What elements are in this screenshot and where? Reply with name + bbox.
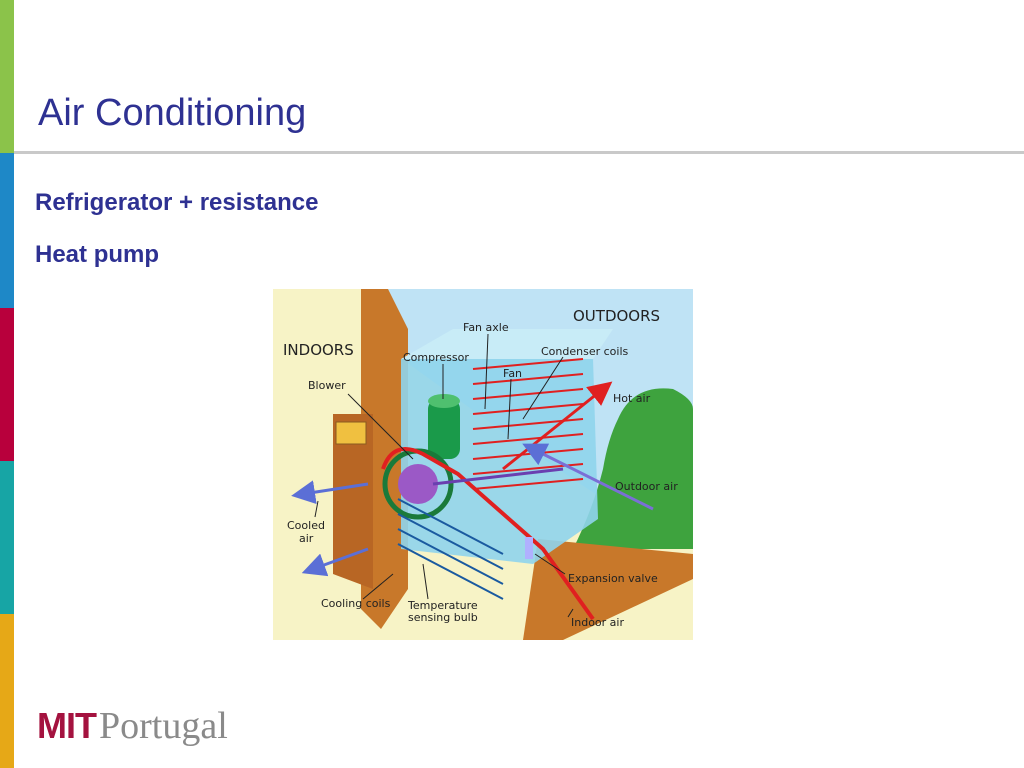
title-divider <box>14 151 1024 154</box>
label-blower: Blower <box>308 379 346 392</box>
label-outdoor-air: Outdoor air <box>615 480 678 493</box>
stripe-blue <box>0 153 14 308</box>
outdoor-air-arrow <box>522 443 654 511</box>
label-cooled-air-line2: air <box>299 532 314 545</box>
label-compressor: Compressor <box>403 351 469 364</box>
cooling-coils <box>397 498 504 600</box>
wall-front-panel <box>333 414 373 589</box>
expansion-valve <box>525 537 533 559</box>
compressor <box>428 399 460 459</box>
label-temperature-line1: Temperature <box>407 599 478 612</box>
cooled-air-arrow-bottom <box>301 547 369 577</box>
label-cooled-air-line1: Cooled <box>287 519 325 532</box>
label-expansion-valve: Expansion valve <box>568 572 658 585</box>
logo-portugal-text: Portugal <box>98 705 228 747</box>
thermostat-panel <box>335 421 367 445</box>
blower-hub <box>398 464 438 504</box>
label-fan-axle: Fan axle <box>463 321 509 334</box>
stripe-green <box>0 0 14 153</box>
label-indoors: INDOORS <box>283 341 354 359</box>
label-outdoors: OUTDOORS <box>573 307 660 325</box>
label-temperature-line2: sensing bulb <box>408 611 478 624</box>
stripe-teal <box>0 461 14 614</box>
label-cooled-air: Cooled air <box>287 519 328 545</box>
wall-floor-right <box>523 539 693 640</box>
cooled-air-arrow-top <box>291 480 369 505</box>
refrigerant-line <box>381 447 595 621</box>
logo-mit-text: MIT <box>37 705 97 746</box>
mit-portugal-logo: MIT Portugal <box>37 704 228 748</box>
fan-axle <box>432 467 564 486</box>
label-condenser-coils: Condenser coils <box>541 345 629 358</box>
label-cooling-coils: Cooling coils <box>321 597 391 610</box>
leader-lines <box>314 333 574 618</box>
stripe-crimson <box>0 308 14 461</box>
hot-air-arrow <box>502 381 613 471</box>
unit-top <box>401 329 613 359</box>
label-fan: Fan <box>503 367 522 380</box>
label-temperature-sensing-bulb: Temperature sensing bulb <box>407 599 481 624</box>
bullet-refrigerator-resistance: Refrigerator + resistance <box>35 189 319 216</box>
outdoor-tree <box>573 388 693 549</box>
label-indoor-air: Indoor air <box>571 616 624 629</box>
air-conditioner-diagram: INDOORS OUTDOORS Fan axle Compressor Con… <box>273 289 693 640</box>
label-hot-air: Hot air <box>613 392 651 405</box>
bullet-heat-pump: Heat pump <box>35 241 160 268</box>
compressor-top <box>428 394 460 408</box>
slide-title: Air Conditioning <box>38 92 307 134</box>
stripe-amber <box>0 614 14 768</box>
